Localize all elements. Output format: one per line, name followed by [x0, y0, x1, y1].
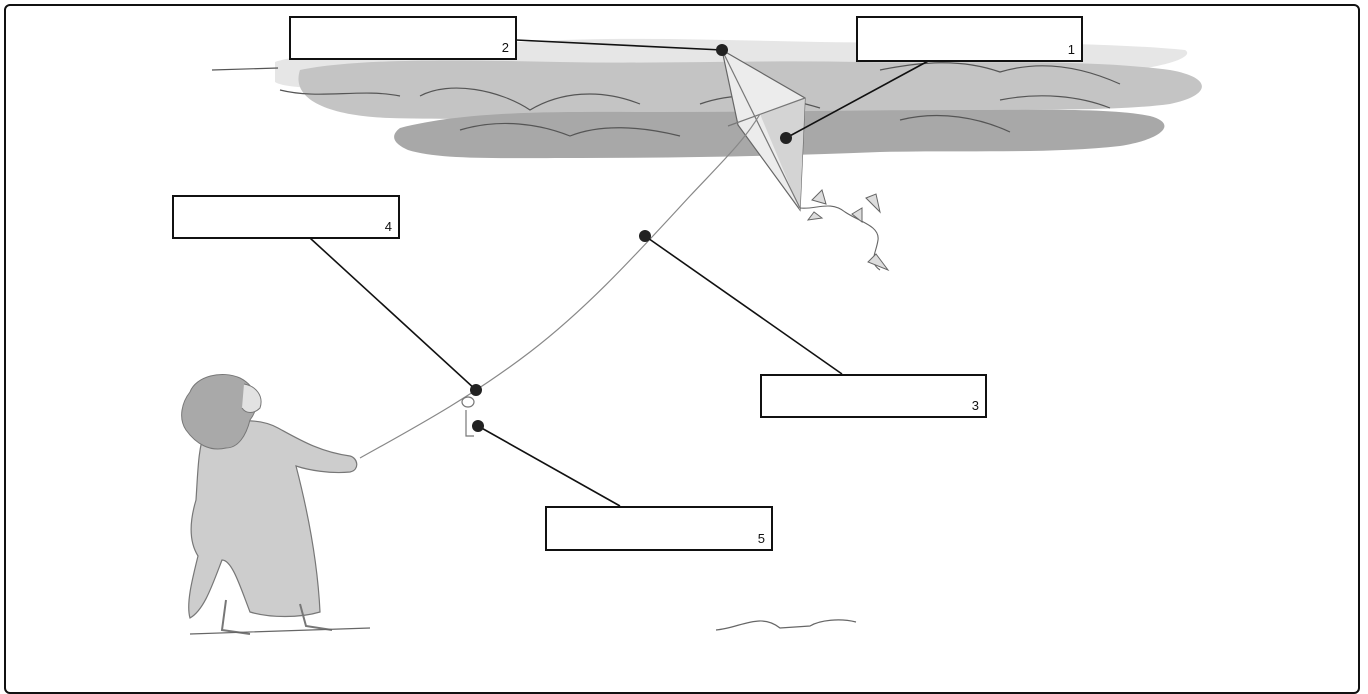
kite-string	[359, 113, 761, 459]
label-box-1[interactable]: 1	[856, 16, 1083, 62]
label-box-3[interactable]: 3	[760, 374, 987, 418]
label-box-5[interactable]: 5	[545, 506, 773, 551]
spool	[461, 396, 475, 437]
kite	[721, 48, 890, 272]
diagram-frame	[4, 4, 1360, 694]
person-hair	[181, 374, 257, 450]
label-box-4[interactable]: 4	[172, 195, 400, 239]
label-box-2[interactable]: 2	[289, 16, 517, 60]
person-coat	[188, 420, 358, 619]
label-number-1: 1	[1067, 42, 1075, 57]
leader-dots	[470, 44, 792, 432]
leader-line-1	[785, 59, 931, 139]
spool-ring	[461, 396, 475, 408]
diagram-canvas: 1 2 3 4 5	[4, 4, 1360, 694]
scene-illustration	[181, 38, 1202, 635]
kite-bows	[806, 189, 890, 272]
kite-spar	[727, 97, 806, 127]
leader-dot-3	[639, 230, 651, 242]
kite-sail-shade	[760, 98, 805, 210]
horizon-line	[211, 67, 279, 71]
ground-lines	[189, 619, 857, 635]
leader-dot-1	[780, 132, 792, 144]
label-number-3: 3	[971, 398, 979, 413]
leader-line-4	[309, 237, 477, 391]
spool-handle	[465, 410, 474, 437]
label-number-4: 4	[384, 219, 392, 234]
label-number-2: 2	[501, 40, 509, 55]
leader-line-5	[477, 425, 621, 507]
person	[181, 374, 857, 635]
leader-lines	[309, 39, 931, 507]
leader-dot-2	[716, 44, 728, 56]
leader-line-2	[515, 39, 723, 51]
kite-spine	[721, 49, 801, 209]
leader-dot-4	[470, 384, 482, 396]
leader-line-3	[644, 235, 843, 375]
leader-dot-5	[472, 420, 484, 432]
person-face	[241, 383, 262, 413]
label-number-5: 5	[757, 531, 765, 546]
